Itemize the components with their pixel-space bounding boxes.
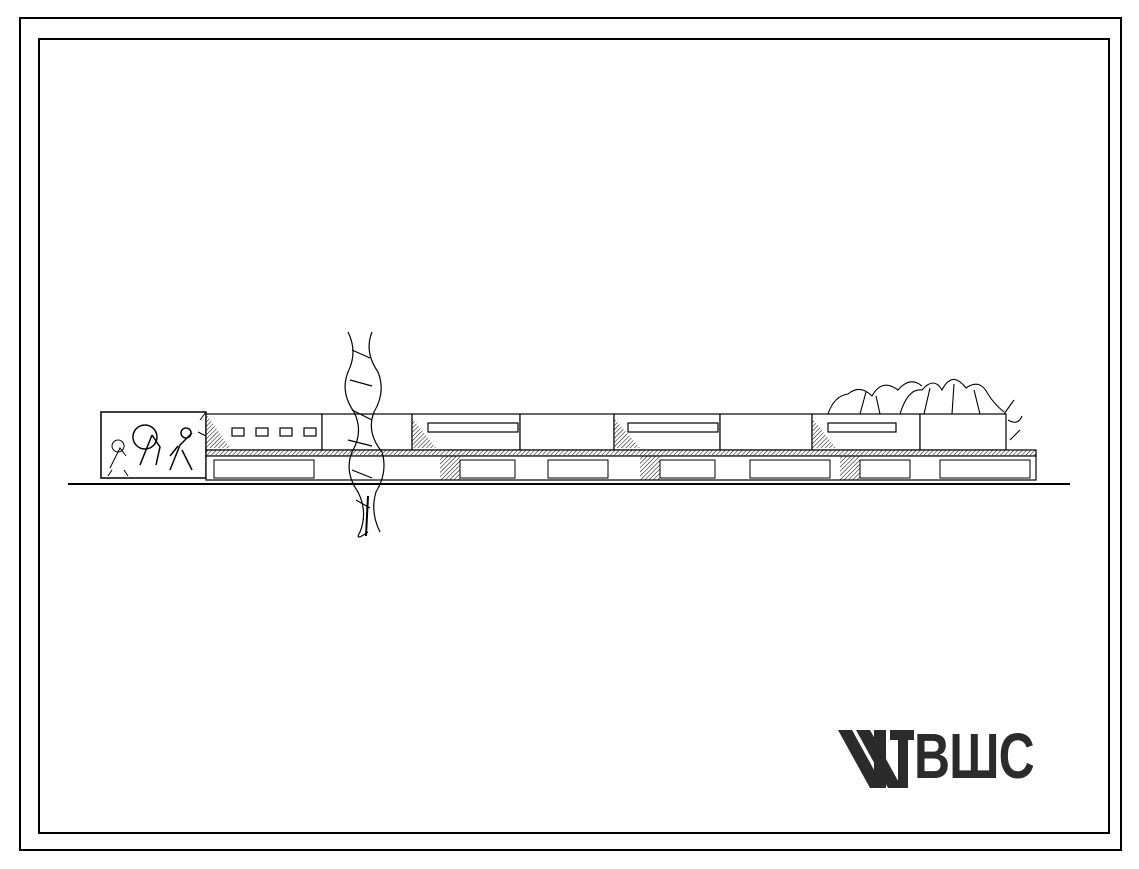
upper-windows (231, 422, 897, 437)
inner-border (38, 38, 1110, 834)
lower-windows (213, 459, 1031, 479)
mural-panel (100, 411, 207, 479)
shaded-areas (206, 414, 1036, 480)
logo-text: ВШС (914, 720, 1035, 792)
logo-emblem (838, 730, 914, 788)
background-trees (827, 378, 1023, 441)
outer-border (19, 17, 1122, 851)
tall-tree (344, 331, 385, 538)
